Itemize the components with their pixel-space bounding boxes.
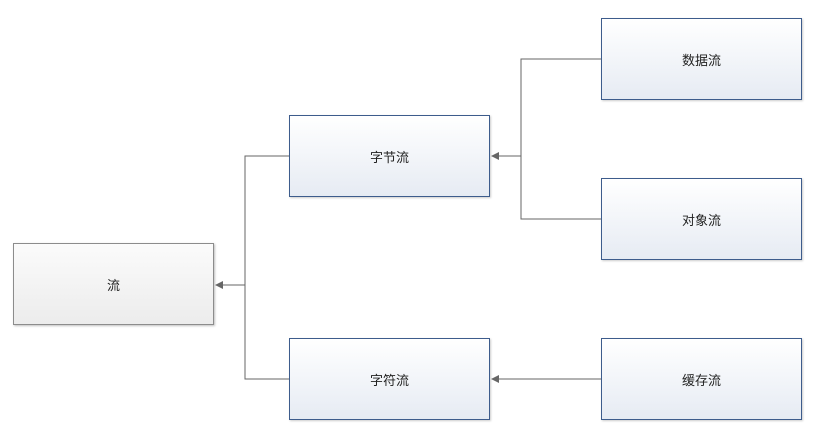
- node-object-stream[interactable]: 对象流: [601, 178, 802, 260]
- connector-char-to-root: [244, 285, 289, 380]
- node-byte-stream[interactable]: 字节流: [289, 115, 490, 197]
- node-object-stream-label: 对象流: [681, 213, 721, 229]
- node-stream[interactable]: 流: [13, 243, 214, 325]
- node-data-stream-label: 数据流: [681, 53, 721, 69]
- node-data-stream[interactable]: 数据流: [601, 18, 802, 100]
- node-buffered-stream[interactable]: 缓存流: [601, 338, 802, 420]
- node-char-stream[interactable]: 字符流: [289, 338, 490, 420]
- connector-object-to-byte: [520, 156, 601, 220]
- node-byte-stream-label: 字节流: [369, 150, 409, 166]
- node-stream-label: 流: [106, 278, 120, 294]
- node-buffered-stream-label: 缓存流: [681, 373, 721, 389]
- connector-byte-to-root: [215, 155, 289, 289]
- connector-data-to-byte: [491, 58, 601, 160]
- node-char-stream-label: 字符流: [369, 373, 409, 389]
